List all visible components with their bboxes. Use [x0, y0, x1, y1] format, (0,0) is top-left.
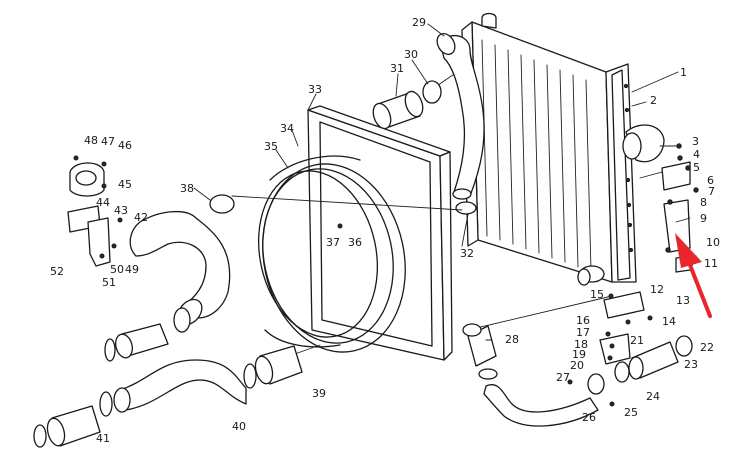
- left-bracket-assembly: [67, 155, 123, 267]
- callout-6: 6: [707, 174, 714, 187]
- callout-40: 40: [232, 420, 246, 433]
- callout-49: 49: [125, 263, 139, 276]
- callout-4: 4: [693, 148, 700, 161]
- callout-32: 32: [460, 247, 474, 260]
- callout-44: 44: [96, 196, 110, 209]
- callout-20: 20: [570, 359, 584, 372]
- callout-41: 41: [96, 432, 110, 445]
- callout-35: 35: [264, 140, 278, 153]
- callout-13: 13: [676, 294, 690, 307]
- callout-26: 26: [582, 411, 596, 424]
- right-hardware: [337, 143, 699, 407]
- callout-17: 17: [576, 326, 590, 339]
- callout-2: 2: [650, 94, 657, 107]
- callout-52: 52: [50, 265, 64, 278]
- leader-lines: [193, 23, 691, 341]
- callout-5: 5: [693, 161, 700, 174]
- radiator: [455, 12, 665, 286]
- callout-18: 18: [574, 338, 588, 351]
- lower-hose: [483, 335, 693, 427]
- callout-24: 24: [646, 390, 660, 403]
- callout-48: 48: [84, 134, 98, 147]
- callout-8: 8: [700, 196, 707, 209]
- callout-12: 12: [650, 283, 664, 296]
- highlight-arrow: [675, 233, 712, 318]
- callout-33: 33: [308, 83, 322, 96]
- callout-38: 38: [180, 182, 194, 195]
- callout-42: 42: [134, 211, 148, 224]
- callout-21: 21: [630, 334, 644, 347]
- callout-34: 34: [280, 122, 294, 135]
- callout-31: 31: [390, 62, 404, 75]
- hose-28: [462, 323, 498, 380]
- callout-19: 19: [572, 348, 586, 361]
- callout-15: 15: [590, 288, 604, 301]
- callout-30: 30: [404, 48, 418, 61]
- fan-shroud: [257, 105, 453, 361]
- pipe-31: [372, 90, 424, 130]
- callout-11: 11: [704, 257, 718, 270]
- lower-pipes: [33, 307, 303, 448]
- callout-46: 46: [118, 139, 132, 152]
- callout-9: 9: [700, 212, 707, 225]
- callouts: 1 2 3 4 5 6 7 8 9 10 11 12 13 14 15 16 1…: [50, 16, 720, 445]
- callout-50: 50: [110, 263, 124, 276]
- callout-39: 39: [312, 387, 326, 400]
- callout-45: 45: [118, 178, 132, 191]
- callout-28: 28: [505, 333, 519, 346]
- callout-36: 36: [348, 236, 362, 249]
- callout-3: 3: [692, 135, 699, 148]
- callout-47: 47: [101, 135, 115, 148]
- callout-27: 27: [556, 371, 570, 384]
- callout-10: 10: [706, 236, 720, 249]
- callout-22: 22: [700, 341, 714, 354]
- callout-23: 23: [684, 358, 698, 371]
- clamp-30: [422, 80, 442, 104]
- callout-14: 14: [662, 315, 676, 328]
- callout-16: 16: [576, 314, 590, 327]
- callout-1: 1: [680, 66, 687, 79]
- callout-7: 7: [708, 185, 715, 198]
- callout-51: 51: [102, 276, 116, 289]
- callout-37: 37: [326, 236, 340, 249]
- callout-25: 25: [624, 406, 638, 419]
- callout-29: 29: [412, 16, 426, 29]
- callout-43: 43: [114, 204, 128, 217]
- upper-hose: [436, 33, 485, 200]
